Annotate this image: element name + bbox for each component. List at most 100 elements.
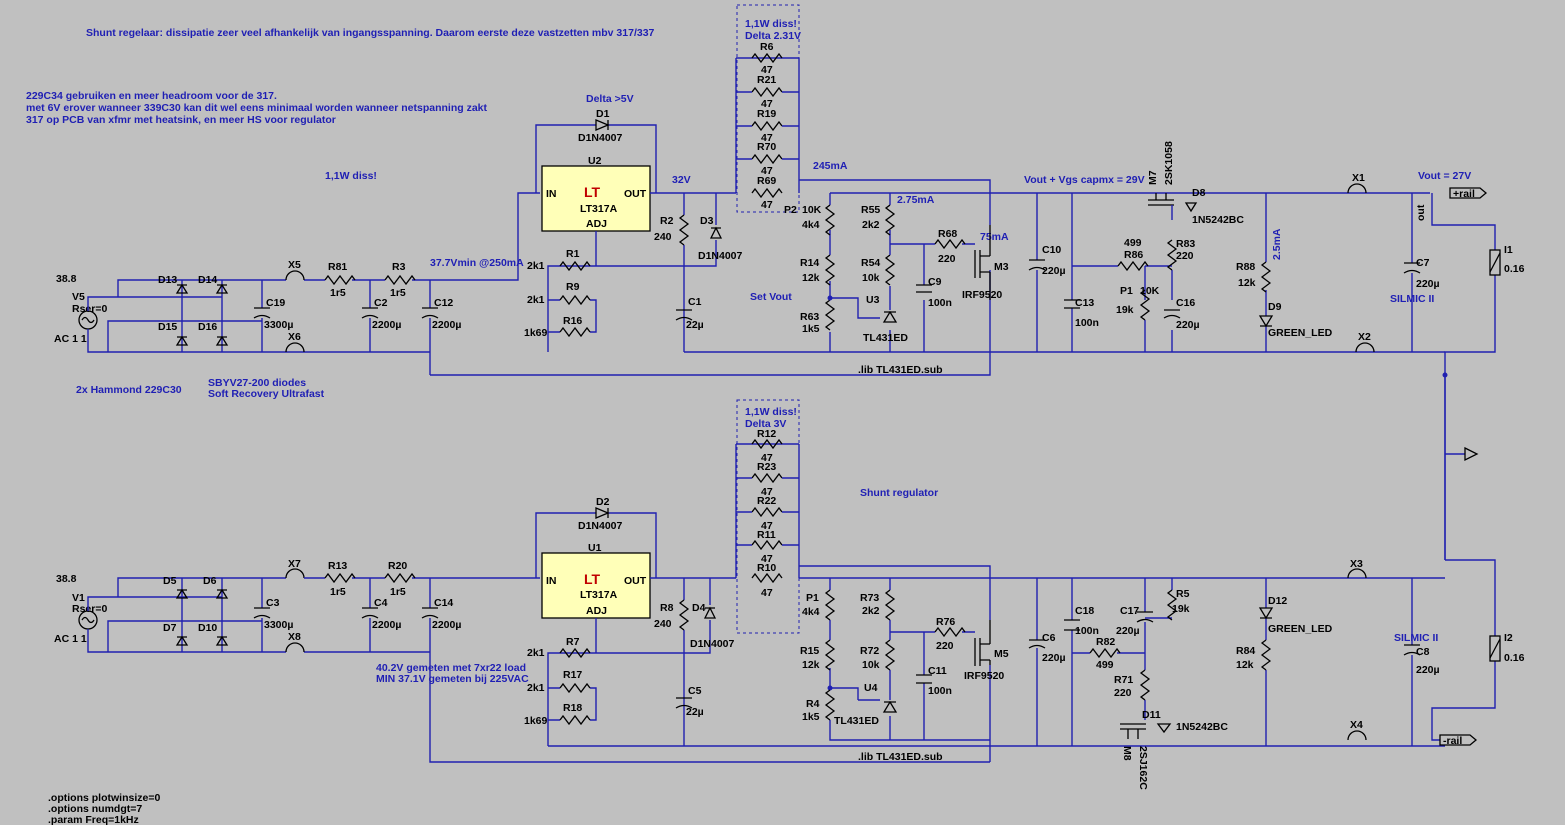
label-r10: R10 bbox=[757, 562, 776, 574]
label-c18: C18 bbox=[1075, 605, 1094, 617]
label-r55: R55 bbox=[861, 204, 880, 216]
value-r88: 12k bbox=[1238, 277, 1256, 289]
label-c16: C16 bbox=[1176, 297, 1195, 309]
label-x2: X2 bbox=[1358, 331, 1371, 343]
value-d2: D1N4007 bbox=[578, 520, 623, 532]
note-soft-recovery: Soft Recovery Ultrafast bbox=[208, 388, 325, 400]
diode-d5 bbox=[175, 588, 189, 599]
value-r14: 12k bbox=[802, 272, 820, 284]
resistor-r19 bbox=[751, 121, 783, 131]
resistor-r23 bbox=[751, 473, 783, 483]
diode-d7 bbox=[175, 635, 189, 646]
note-vout27: Vout = 27V bbox=[1418, 170, 1471, 182]
resistor-r84 bbox=[1261, 639, 1271, 671]
zener-d11 bbox=[1156, 723, 1172, 734]
cap-c4 bbox=[361, 578, 379, 652]
label-r17: R17 bbox=[563, 669, 582, 681]
part-m3: IRF9520 bbox=[962, 289, 1002, 301]
diode-d3 bbox=[709, 226, 723, 239]
rail-pos-flag bbox=[1449, 187, 1488, 199]
resistor-r8 bbox=[679, 599, 689, 631]
source-name: V5 bbox=[72, 291, 85, 303]
value-r54: 10k bbox=[862, 272, 880, 284]
lib-directive-bottom: .lib TL431ED.sub bbox=[858, 751, 943, 763]
resistor-r76 bbox=[934, 627, 966, 637]
value-d8: 1N5242BC bbox=[1192, 214, 1244, 226]
label-r13: R13 bbox=[328, 560, 347, 572]
cap-c14 bbox=[421, 578, 990, 763]
resistor-r13 bbox=[324, 573, 356, 583]
value-r86: 499 bbox=[1124, 237, 1142, 249]
rail-neg-flag bbox=[1439, 734, 1478, 746]
value-r73: 2k2 bbox=[862, 605, 880, 617]
regulator-part: LT317A bbox=[580, 203, 618, 215]
label-r4: R4 bbox=[806, 698, 820, 710]
resistor-r4 bbox=[825, 689, 835, 721]
value-c4: 2200µ bbox=[372, 619, 401, 631]
value-p1-b: 4k4 bbox=[802, 606, 820, 618]
label-r68: R68 bbox=[938, 228, 957, 240]
wiper-p1: 19k bbox=[1116, 304, 1134, 316]
resistor-r11 bbox=[751, 540, 783, 550]
label-x4: X4 bbox=[1350, 719, 1363, 731]
label-x7: X7 bbox=[288, 558, 301, 570]
label-c10: C10 bbox=[1042, 244, 1061, 256]
value-c2: 2200µ bbox=[372, 319, 401, 331]
jumper-x3 bbox=[1347, 568, 1367, 579]
note-6v-headroom: met 6V erover wanneer 339C30 kan dit wel… bbox=[26, 102, 487, 114]
label-d5: D5 bbox=[163, 575, 177, 587]
resistor-r14 bbox=[825, 254, 835, 286]
value-c3: 3300µ bbox=[264, 619, 293, 631]
value-p1: 10K bbox=[1140, 285, 1160, 297]
note-measured-402: 40.2V gemeten met 7xr22 load bbox=[376, 662, 526, 674]
param-freq: .param Freq=1kHz bbox=[48, 814, 139, 825]
cap-c10 bbox=[1028, 259, 1046, 271]
value-r15: 12k bbox=[802, 659, 820, 671]
value-r84: 12k bbox=[1236, 659, 1254, 671]
cap-c9 bbox=[916, 284, 932, 293]
label-r84: R84 bbox=[1236, 645, 1255, 657]
resistor-r86 bbox=[1117, 261, 1149, 271]
value-c19: 3300µ bbox=[264, 319, 293, 331]
label-c9: C9 bbox=[928, 276, 942, 288]
value-p2: 10K bbox=[802, 204, 822, 216]
label-m8: M8 bbox=[1121, 746, 1133, 761]
label-c1: C1 bbox=[688, 296, 702, 308]
value-r3: 1r5 bbox=[390, 287, 406, 299]
value-r7: 2k1 bbox=[527, 647, 545, 659]
regulator-u2 bbox=[541, 165, 651, 232]
label-d1: D1 bbox=[596, 108, 610, 120]
value-r22: 47 bbox=[761, 520, 773, 532]
label-u2: U2 bbox=[588, 155, 602, 167]
diode-d10 bbox=[215, 635, 229, 646]
label-p1: P1 bbox=[1120, 285, 1133, 297]
pin-out-b: OUT bbox=[624, 575, 647, 587]
resistor-r82 bbox=[1089, 648, 1121, 658]
label-r83: R83 bbox=[1176, 238, 1195, 250]
value-r76: 220 bbox=[936, 640, 954, 652]
value-r81: 1r5 bbox=[330, 287, 346, 299]
ground-flag bbox=[1464, 446, 1479, 462]
label-r11: R11 bbox=[757, 529, 776, 541]
top-regulator: 38.8 V5 Rser=0 AC 1 1 D13 D14 D15 D16 X5… bbox=[54, 41, 1525, 560]
cap-c5 bbox=[675, 697, 693, 709]
value-c12: 2200µ bbox=[432, 319, 461, 331]
note-75ma: 75mA bbox=[980, 231, 1009, 243]
resistor-r81 bbox=[324, 275, 356, 285]
value-r82: 499 bbox=[1096, 659, 1114, 671]
label-r7: R7 bbox=[566, 636, 580, 648]
value-r9: 2k1 bbox=[527, 294, 545, 306]
label-r86: R86 bbox=[1124, 249, 1143, 261]
resistor-r18 bbox=[559, 715, 591, 725]
note-377v: 37.7Vmin @250mA bbox=[430, 257, 524, 269]
value-r8: 240 bbox=[654, 618, 672, 630]
cap-c2 bbox=[361, 280, 379, 352]
resistor-r10 bbox=[751, 573, 783, 583]
label-d12: D12 bbox=[1268, 595, 1287, 607]
label-d9: D9 bbox=[1268, 301, 1282, 313]
label-c5: C5 bbox=[688, 685, 702, 697]
value-c16: 220µ bbox=[1176, 319, 1200, 331]
cap-c12 bbox=[421, 280, 439, 375]
cap-c17 bbox=[1136, 611, 1154, 623]
